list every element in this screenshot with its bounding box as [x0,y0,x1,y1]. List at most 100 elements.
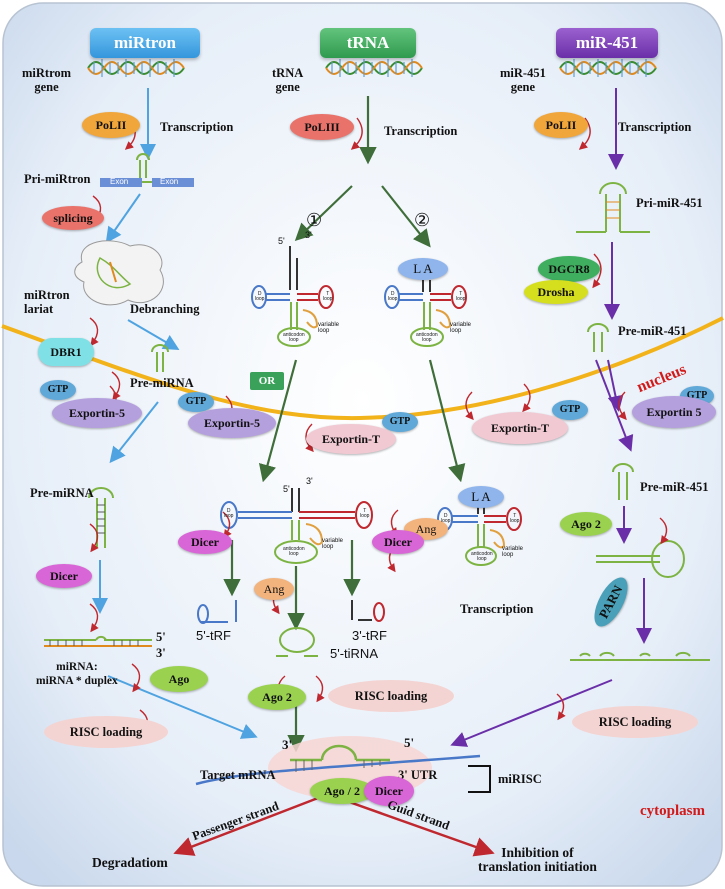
risc-loading-right: RISC loading [572,706,698,738]
variable-loop-1: variable loop [318,322,340,334]
exportin-t-pill-right: Exportin-T [472,412,568,444]
ago2-pill-right: Ago 2 [560,512,612,536]
gtp-pill-1: GTP [40,380,76,400]
trna-header: tRNA [320,28,416,58]
dgcr8-pill: DGCR8 [538,256,600,282]
poliii-pill: PoLIII [290,114,354,140]
pri-mir451-label: Pri-miR-451 [636,196,703,210]
trna-cloverleaf-1 [251,246,334,347]
target-mrna-label: Target mRNA [200,768,276,782]
pre-mir451-hairpin-cyto [612,463,634,500]
transcription-label-left: Transcription [160,120,234,134]
gtp-pill-3: GTP [382,412,418,432]
exportin5-pill-left: Exportin-5 [52,398,142,428]
pre-mir451-label-nucleus: Pre-miR-451 [618,324,687,338]
exon-label-2: Exon [160,177,179,186]
pri-mirtron-shape [100,153,194,187]
dicer-pill-left: Dicer [36,564,92,588]
d-loop-3: D loop [224,508,234,519]
d-loop-2: D loop [388,291,398,302]
exportin-t-pill-left: Exportin-T [306,424,396,454]
exportin5-pill-middle: Exportin-5 [188,408,276,438]
anticodon-loop-1: anticodon loop [283,332,305,343]
purple-arrow [450,679,613,747]
ago-slash-2-pill: Ago / 2 [310,778,374,804]
trf3-fragment [351,600,385,622]
dna-helix-icon [559,59,657,77]
risc-loading-middle: RISC loading [328,680,454,712]
la-pill-cyto: L A [458,486,504,508]
variable-loop-2: variable loop [450,322,472,334]
green-arrow [428,359,466,483]
dicer-pill-risc: Dicer [364,776,414,806]
blue-arrow [127,319,180,351]
green-arrow [258,359,298,483]
d-loop-4: D loop [441,513,451,524]
processed-mir451 [570,651,710,661]
mirtron-gene-label: miRtrom gene [22,66,72,94]
tirna5-fragment [276,627,318,657]
gtp-pill-2: GTP [178,392,214,412]
t-loop-1: T loop [323,291,333,302]
dna-helix-icon [87,59,185,77]
pre-mirna-hairpin [151,344,169,372]
dicer-pill-middle-right: Dicer [372,530,424,554]
drosha-pill: Drosha [524,280,588,304]
green-arrow [381,185,431,248]
transcription-label-right: Transcription [618,120,692,134]
mirtron-header: miRtron [90,28,200,58]
anticodon-loop-3: anticodon loop [283,546,305,557]
mirna-bulge [320,744,358,761]
path1-marker: ① [306,210,323,230]
ago2-pill-middle: Ago 2 [248,684,306,710]
risc-loading-left: RISC loading [44,716,168,748]
trna-cyto-five: 5' [283,484,290,494]
cytoplasm-label: cytoplasm [640,803,705,819]
dicer-pill-middle-left: Dicer [178,530,232,554]
risc-five-prime: 5' [404,735,415,750]
trna1-three: 3' [305,230,312,240]
mirisc-label: miRISC [498,772,542,786]
pre-mirna-label-cyto: Pre-miRNA [30,486,94,500]
transcription-label-middle: Transcription [384,124,458,138]
trna-cyto-three: 3' [306,476,313,486]
blue-arrow [109,401,159,464]
pri-mir451-hairpin [576,182,650,233]
variable-loop-4: variable loop [502,546,524,558]
ago-pill: Ago [150,666,208,692]
t-loop-3: T loop [360,508,370,519]
pre-mirna-label-nucleus: Pre-miRNA [130,376,194,390]
trna1-five: 5' [278,236,285,246]
inhibition-label: Inhibition of translation initiation [478,845,597,874]
mirna-duplex-label: miRNA: miRNA * duplex [36,661,118,687]
path2-marker: ② [414,210,431,230]
utr3-label: 3' UTR [398,768,438,782]
tirna5-label: 5'-tiRNA [330,646,378,661]
target-mrna-strand [195,754,481,786]
debranching-label: Debranching [130,302,200,316]
mirisc-bracket [468,765,491,793]
trna-cloverleaf-2 [384,280,467,347]
exportin5-pill-right: Exportin 5 [632,396,716,428]
t-loop-2: T loop [456,291,466,302]
duplex-five-prime: 5' [156,630,166,644]
pre-mir451-hairpin [587,323,609,352]
mirtron-lariat-label: miRtron lariat [24,288,70,316]
mirna-duplex-shape [44,635,152,647]
gtp-pill-4: GTP [552,400,588,420]
polii-right-pill: PoLII [534,112,588,138]
mir451-gene-label: miR-451 gene [500,66,546,94]
exon-label-1: Exon [110,177,129,186]
transcription-label-cyto: Transcription [460,602,534,616]
trna-gene-label: tRNA gene [272,66,304,94]
d-loop-1: D loop [255,291,265,302]
red-arrow-passenger [173,796,319,856]
trf3-label: 3'-tRF [352,628,387,643]
pre-mir451-label-cyto: Pre-miR-451 [640,480,709,494]
trf5-fragment [197,600,237,624]
dna-helix-icon [325,59,423,77]
nucleus-membrane [1,316,724,421]
splicing-pill: splicing [42,206,104,230]
green-arrow [294,185,353,242]
